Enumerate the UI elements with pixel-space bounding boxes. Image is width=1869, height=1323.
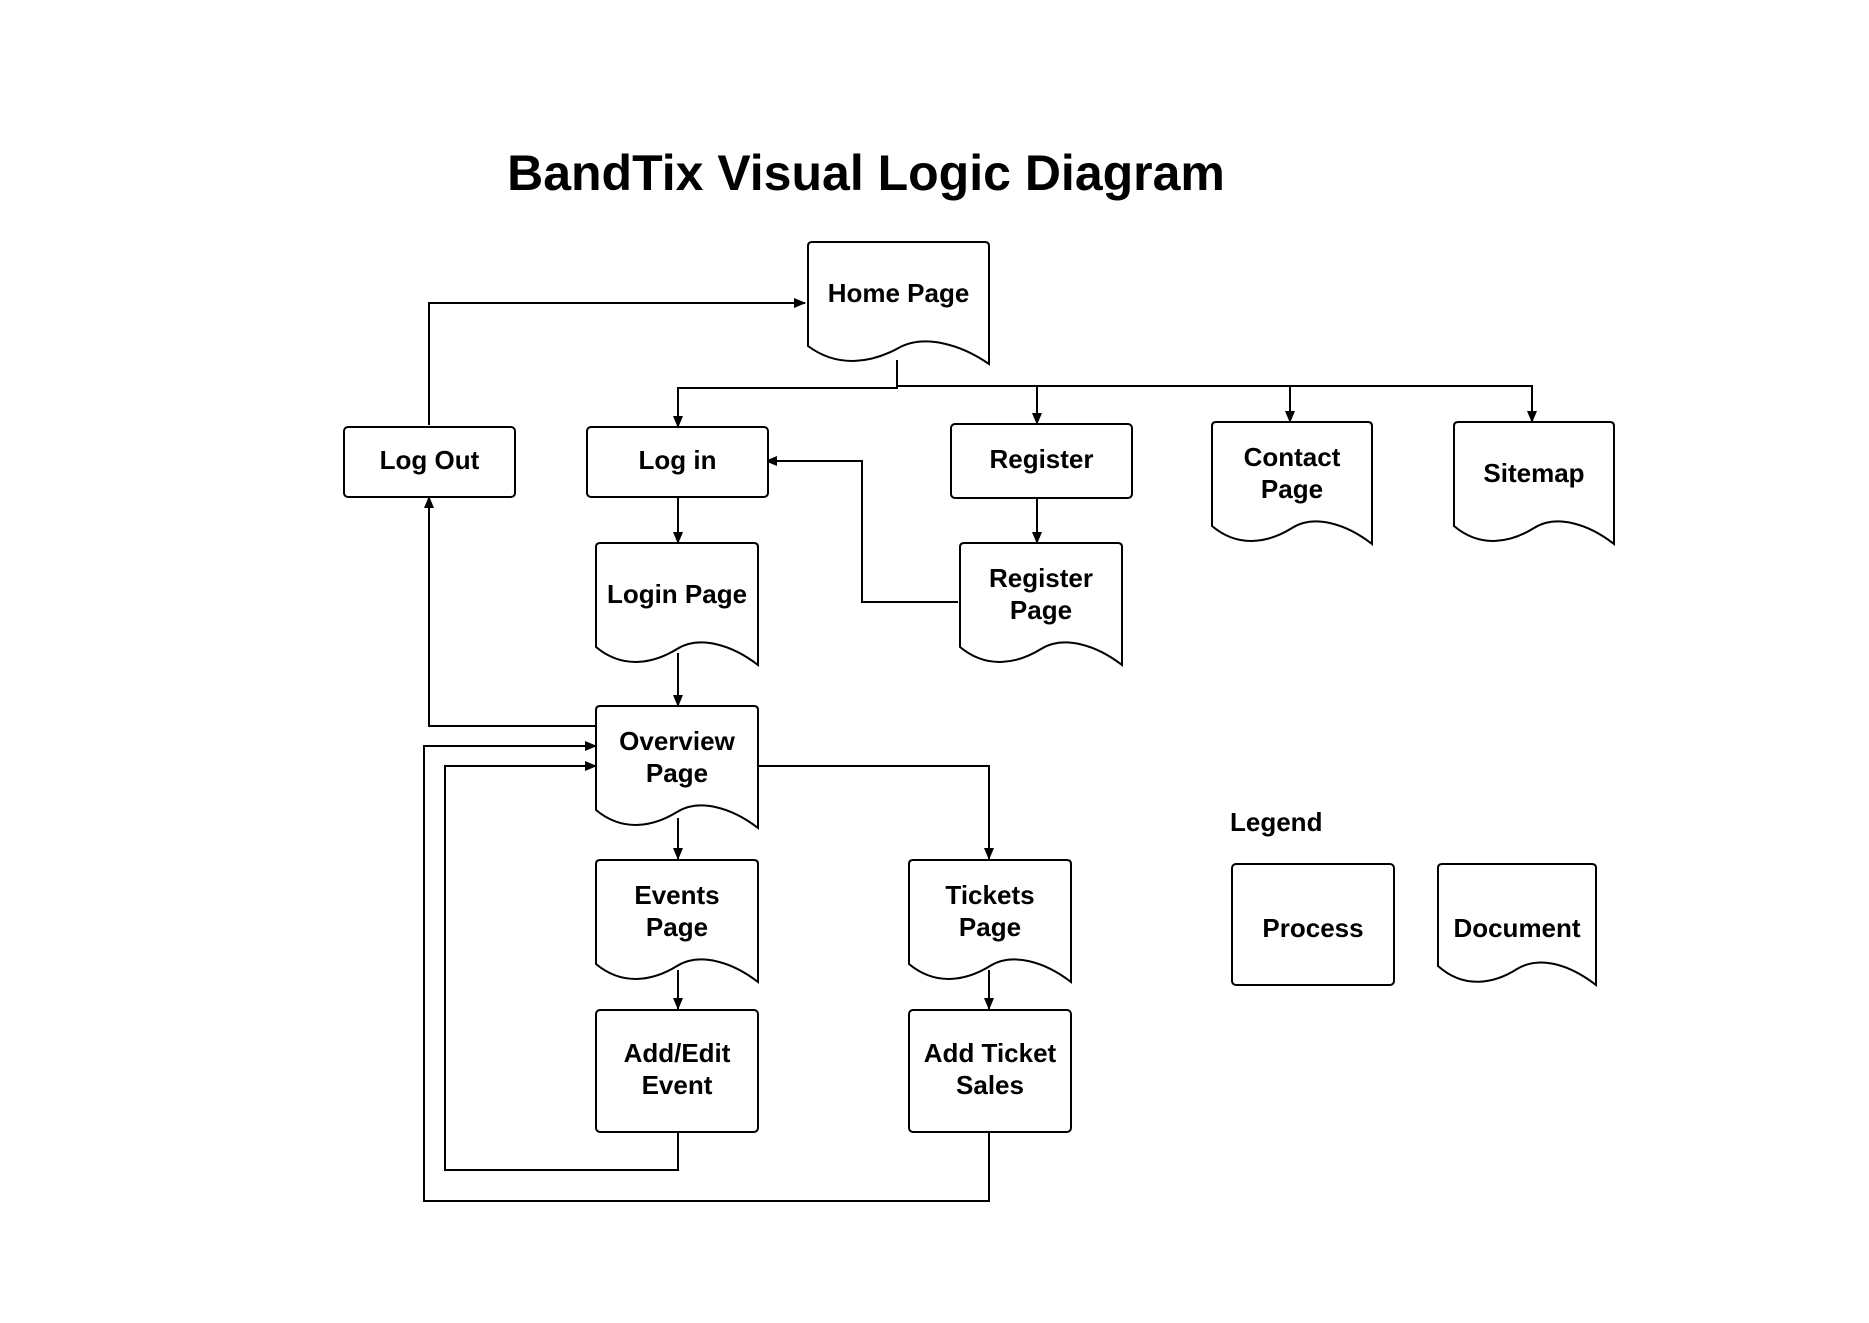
legend-document-shape <box>1437 863 1597 988</box>
home-shape <box>807 241 990 366</box>
events-label-line-2: Page <box>646 912 708 942</box>
legend-title: Legend <box>1230 807 1322 837</box>
logout-shape <box>343 426 516 498</box>
home-label-line-1: Home Page <box>828 278 970 308</box>
overview-label-line-1: Overview <box>619 726 735 756</box>
node-register: Register <box>950 423 1133 499</box>
add-ticket-sales-label-line-2: Sales <box>956 1070 1024 1100</box>
login-shape <box>586 426 769 498</box>
register-page-label-line-2: Page <box>1010 595 1072 625</box>
contact-label-line-2: Page <box>1261 474 1323 504</box>
add-edit-event-label-line-2: Event <box>642 1070 713 1100</box>
node-login-page: Login Page <box>595 542 759 668</box>
node-home-page: Home Page <box>807 241 990 366</box>
contact-shape <box>1211 421 1373 547</box>
legend-document-label: Document <box>1453 913 1580 943</box>
add-edit-event-shape <box>595 1009 759 1133</box>
node-sitemap: Sitemap <box>1453 421 1615 547</box>
edge-home-login <box>673 360 898 428</box>
node-log-out: Log Out <box>343 426 516 498</box>
overview-shape <box>595 705 759 831</box>
login-page-shape <box>595 542 759 668</box>
edge-overview-logout <box>424 496 596 727</box>
register-label-line-1: Register <box>989 444 1093 474</box>
connectors <box>423 298 1537 1202</box>
tickets-shape <box>908 859 1072 985</box>
edge-addedit-overview <box>444 761 679 1171</box>
edge-addticket-overview <box>423 741 990 1202</box>
diagram-title: BandTix Visual Logic Diagram <box>507 145 1225 201</box>
add-edit-event-label-line-1: Add/Edit <box>624 1038 731 1068</box>
add-ticket-sales-label-line-1: Add Ticket <box>924 1038 1057 1068</box>
edge-overview-tickets <box>759 765 994 860</box>
sitemap-shape <box>1453 421 1615 547</box>
logout-label-line-1: Log Out <box>380 445 480 475</box>
register-page-label-line-1: Register <box>989 563 1093 593</box>
edge-home-register <box>896 360 1042 425</box>
edge-home-contact <box>897 385 1295 423</box>
login-label-line-1: Log in <box>639 445 717 475</box>
tickets-label-line-1: Tickets <box>945 880 1034 910</box>
edge-home-sitemap <box>1290 385 1537 423</box>
legend-process-shape <box>1231 863 1395 986</box>
events-label-line-1: Events <box>634 880 719 910</box>
sitemap-label-line-1: Sitemap <box>1483 458 1584 488</box>
edge-logout-home <box>428 298 806 425</box>
node-log-in: Log in <box>586 426 769 498</box>
contact-label-line-1: Contact <box>1244 442 1341 472</box>
add-ticket-sales-shape <box>908 1009 1072 1133</box>
login-page-label-line-1: Login Page <box>607 579 747 609</box>
legend-process-label: Process <box>1262 913 1363 943</box>
tickets-label-line-2: Page <box>959 912 1021 942</box>
events-shape <box>595 859 759 985</box>
legend: Legend Process Document <box>1230 807 1597 988</box>
register-shape <box>950 423 1133 499</box>
edge-registerpage-login <box>765 456 958 603</box>
overview-label-line-2: Page <box>646 758 708 788</box>
register-page-shape <box>959 542 1123 668</box>
